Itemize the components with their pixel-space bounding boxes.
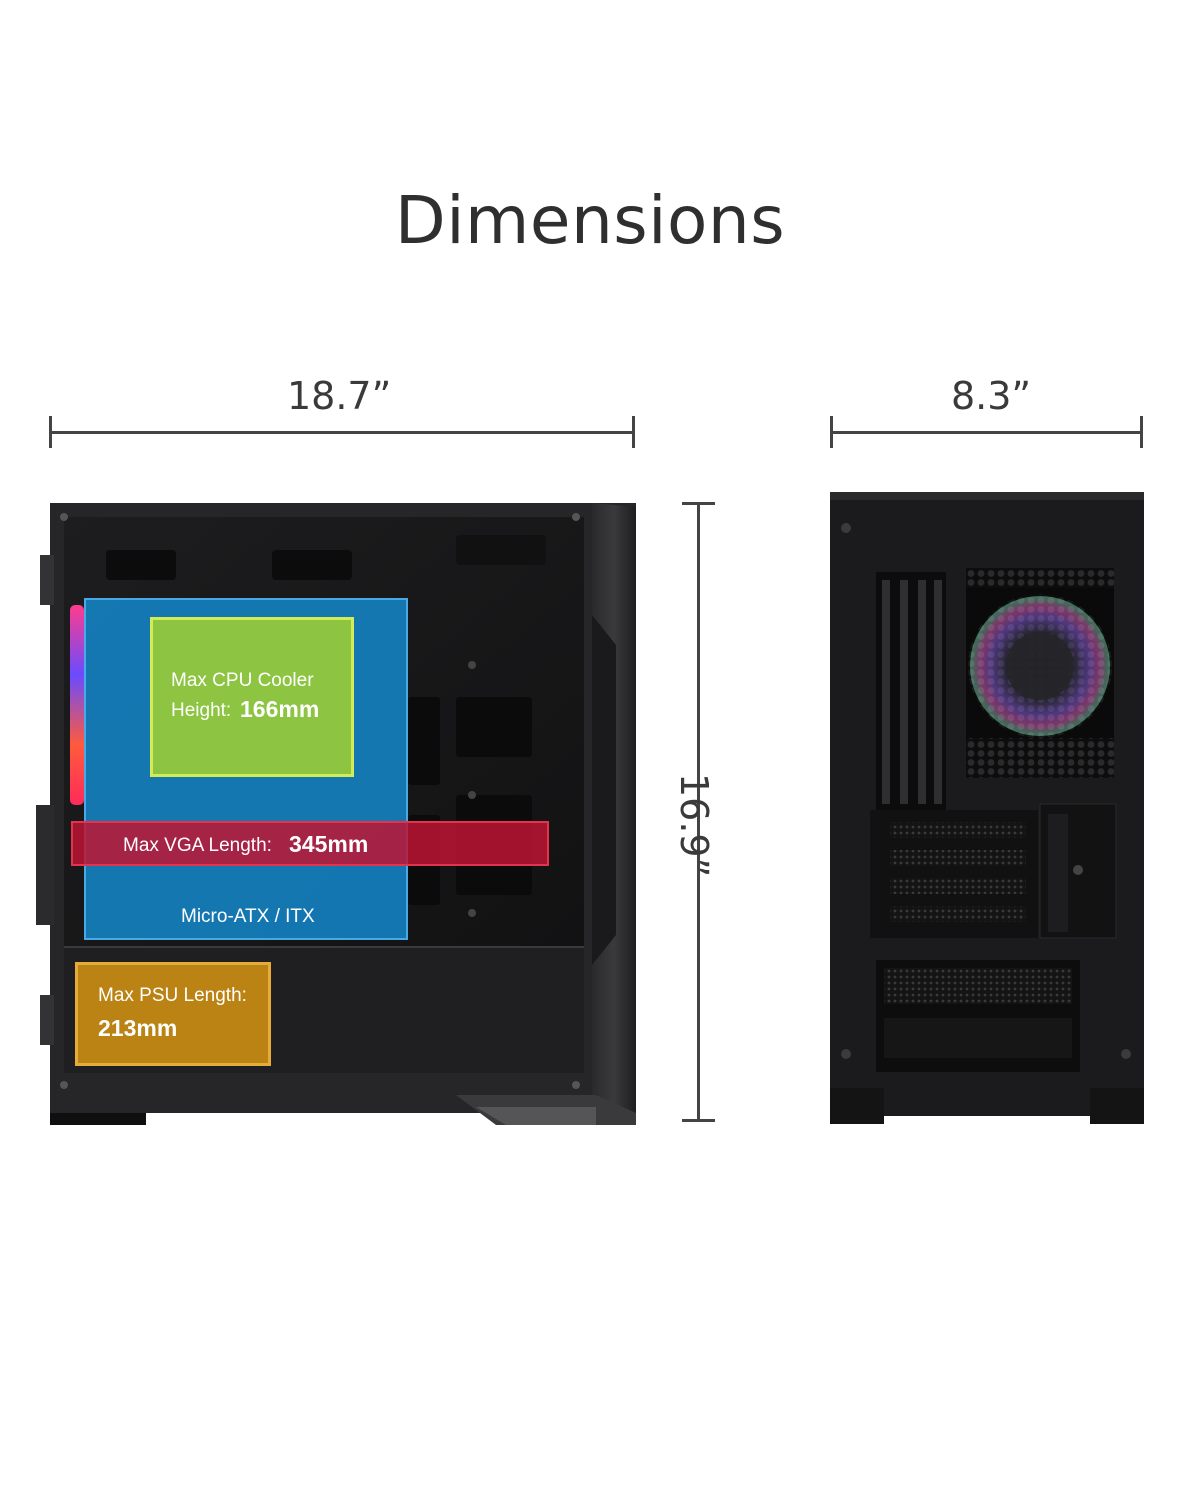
- side-width-tick-right: [632, 416, 635, 448]
- psu-label: Max PSU Length:: [98, 985, 247, 1006]
- psu-value: 213mm: [98, 1015, 178, 1041]
- height-tick-bottom: [682, 1119, 715, 1122]
- height-line: [697, 503, 700, 1121]
- rear-width-tick-left: [830, 416, 833, 448]
- vga-label: Max VGA Length:: [123, 835, 272, 856]
- vga-value: 345mm: [289, 831, 369, 857]
- rear-width-tick-right: [1140, 416, 1143, 448]
- psu-zone: [75, 962, 271, 1066]
- rear-width-label: 8.3”: [951, 374, 1032, 418]
- case-rear-view: [830, 492, 1144, 1124]
- cpu-cooler-value: 166mm: [240, 696, 320, 722]
- side-width-label: 18.7”: [287, 374, 392, 418]
- rear-width-line: [831, 431, 1143, 434]
- page-title: Dimensions: [394, 182, 786, 259]
- cpu-cooler-label: Max CPU Cooler: [171, 670, 314, 691]
- motherboard-label: Micro-ATX / ITX: [181, 906, 315, 927]
- cpu-cooler-zone: [150, 617, 354, 777]
- vga-zone: [71, 821, 549, 866]
- height-tick-top: [682, 502, 715, 505]
- side-width-line: [50, 431, 635, 434]
- side-width-tick-left: [49, 416, 52, 448]
- height-label: 16.9”: [672, 773, 716, 878]
- cpu-cooler-height-label: Height:: [171, 700, 232, 721]
